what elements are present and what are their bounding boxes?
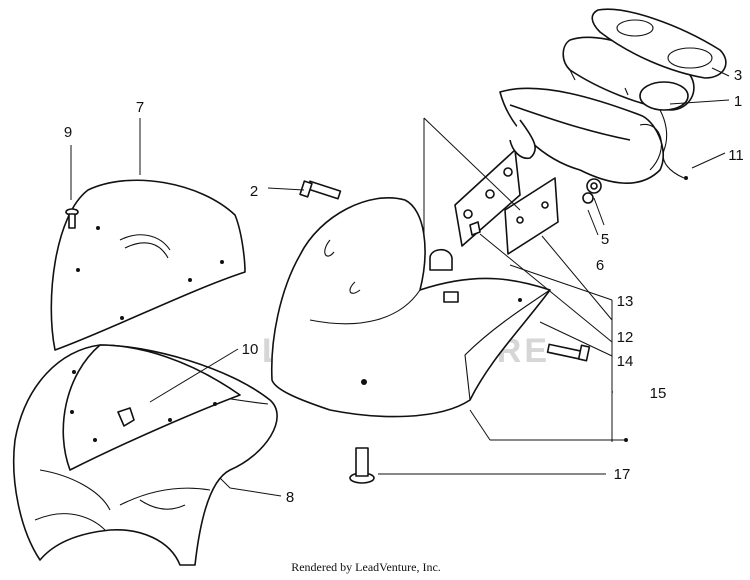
callout-3: 3: [734, 67, 742, 84]
lower-windscreen: [62, 344, 241, 471]
callout-1: 1: [734, 93, 742, 110]
rendered-by-credit: Rendered by LeadVenture, Inc.: [291, 560, 441, 574]
part-3-meter-cover: [591, 8, 727, 79]
part-6-washer: [582, 192, 594, 204]
part-17-bolt: [349, 447, 375, 484]
callout-8: 8: [286, 489, 294, 506]
callout-11: 11: [728, 147, 744, 164]
callout-9: 9: [64, 124, 72, 141]
callout-14: 14: [617, 353, 634, 370]
callout-5: 5: [601, 231, 609, 248]
part-13-bracket: [454, 149, 521, 247]
part-9-screw: [65, 208, 79, 229]
instrument-cluster: [562, 36, 695, 111]
part-15-inner-fairing: [270, 197, 551, 418]
callout-6: 6: [596, 257, 604, 274]
callout-7: 7: [136, 99, 144, 116]
leader-lines: [70, 67, 730, 497]
callout-17: 17: [614, 466, 631, 483]
grommet-10: [117, 407, 135, 427]
callout-2: 2: [250, 183, 258, 200]
part-2-bolt: [299, 180, 342, 200]
part-1-instrument-housing: [499, 87, 665, 184]
side-bolt: [546, 343, 591, 362]
callout-10: 10: [242, 341, 259, 358]
part-7-windshield: [50, 179, 246, 351]
callout-12: 12: [617, 329, 634, 346]
part-5-nut: [586, 178, 602, 194]
callout-labels: 9 7 10 2 8 3 1 11 5 6 13 12 14 15 17: [64, 67, 744, 506]
part-12-bracket: [504, 177, 559, 255]
callout-15: 15: [650, 385, 667, 402]
part-11-cable: [659, 109, 688, 180]
callout-13: 13: [617, 293, 634, 310]
part-14-plate: [469, 221, 481, 236]
